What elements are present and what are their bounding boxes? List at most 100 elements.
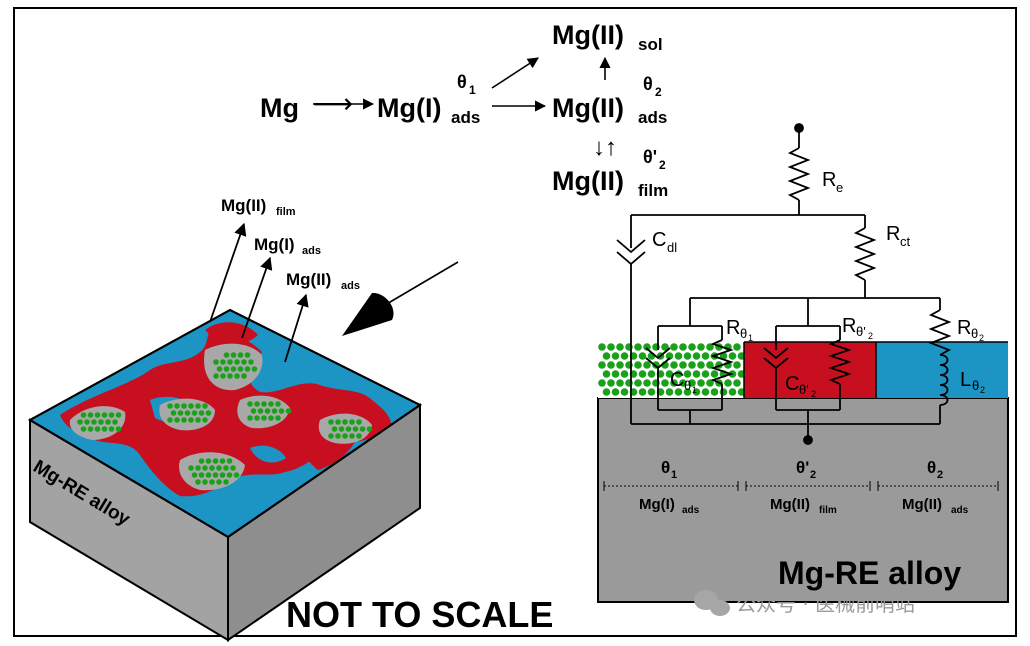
region1-theta: θ [661, 458, 670, 477]
label-rt1-sub: θ [740, 326, 747, 341]
particle [205, 410, 212, 416]
particle [335, 433, 341, 439]
particle [101, 426, 108, 432]
region2-species-sub: film [819, 505, 837, 516]
particle [688, 361, 696, 369]
particle [250, 408, 257, 414]
particle [634, 343, 642, 351]
particle [701, 388, 710, 396]
label-rt2p-sub2: 2 [868, 331, 873, 341]
label-rt2: R [957, 317, 971, 339]
particle [697, 361, 705, 369]
label-mgii-ads: Mg(II) [286, 270, 331, 289]
particle [234, 373, 240, 379]
particle [213, 373, 219, 379]
arrow-mgi-release [241, 256, 273, 339]
particle [234, 359, 240, 365]
label-re: R [822, 169, 836, 191]
region2-theta-sub: 2 [810, 469, 816, 481]
scheme-mgi-sub: ads [451, 108, 480, 127]
particle [223, 366, 230, 372]
particle [342, 419, 348, 425]
particle [665, 388, 674, 396]
scheme-mg: Mg [260, 93, 299, 123]
particle [602, 370, 611, 378]
probe-icon [342, 261, 459, 336]
particle [335, 419, 341, 425]
particle [643, 379, 651, 387]
label-rct-sub: ct [900, 234, 911, 249]
scheme-mgii-ads: Mg(II) [552, 93, 624, 123]
scheme-theta2p-sub: 2 [659, 158, 666, 172]
particle [188, 417, 194, 423]
particle [174, 403, 180, 409]
particle [349, 419, 355, 425]
particle [247, 401, 253, 407]
particle [328, 419, 334, 425]
particle [198, 472, 205, 478]
particle-group [77, 352, 373, 485]
particle [342, 433, 348, 439]
particle [278, 408, 285, 414]
label-lt2-sub: θ [972, 378, 979, 393]
particle [188, 403, 194, 409]
particle [184, 410, 191, 416]
particle [679, 343, 687, 351]
particle [251, 366, 258, 372]
strip-solution [876, 342, 1008, 398]
particle [195, 417, 201, 423]
particle [261, 415, 267, 421]
region1-theta-sub: 1 [671, 469, 677, 481]
particle [611, 388, 620, 396]
particle [706, 361, 714, 369]
particle [356, 419, 362, 425]
particle [706, 379, 714, 387]
particle [679, 361, 687, 369]
particle [77, 419, 83, 425]
particle [115, 426, 122, 432]
particle [195, 403, 201, 409]
strip-particle-group [598, 343, 746, 396]
scheme-mgii-sol-sub: sol [638, 35, 663, 54]
particle [710, 370, 719, 378]
particle [244, 352, 251, 358]
particle [227, 359, 233, 365]
particle [223, 465, 229, 471]
region2-theta: θ' [796, 458, 809, 477]
particle [241, 373, 247, 379]
particle [108, 412, 115, 418]
particle [706, 343, 714, 351]
label-rt2-sub: θ [971, 326, 978, 341]
label-ct2p: C [785, 373, 799, 395]
reaction-scheme: Mg ⟶ Mg(I) ads θ 1 Mg(II) sol Mg(II) ads… [260, 20, 668, 200]
particle [607, 343, 615, 351]
particle [248, 359, 254, 365]
particle [733, 379, 741, 387]
particle [233, 472, 240, 478]
particle [692, 388, 701, 396]
particle [198, 410, 205, 416]
particle [602, 352, 611, 360]
particle [598, 343, 606, 351]
particle [683, 370, 692, 378]
particle [670, 343, 678, 351]
particle [209, 465, 215, 471]
particle [616, 361, 624, 369]
particle [674, 370, 683, 378]
particle [247, 415, 253, 421]
figure-border [13, 7, 1017, 637]
particle [647, 370, 656, 378]
label-rt2-sub2: 2 [979, 333, 984, 343]
particle [607, 361, 615, 369]
scheme-mgi: Mg(I) [377, 93, 441, 123]
particle [198, 458, 205, 464]
particle [213, 359, 219, 365]
particle [230, 465, 236, 471]
particle [174, 417, 180, 423]
particle [202, 465, 208, 471]
particle [688, 343, 696, 351]
particle [611, 352, 620, 360]
particle [216, 479, 222, 485]
particle [241, 359, 247, 365]
